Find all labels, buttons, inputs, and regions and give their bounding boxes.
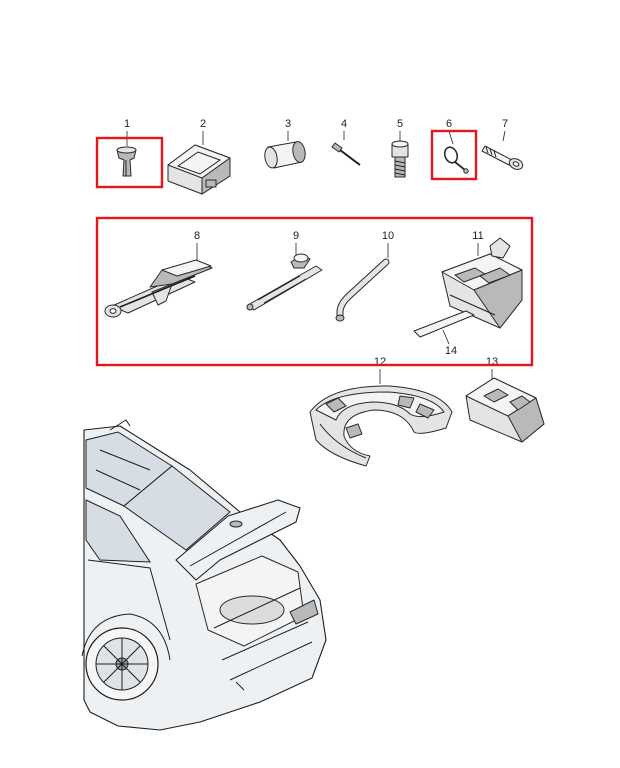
part-14-strap[interactable]: [413, 310, 475, 338]
part-number-3[interactable]: 3: [285, 118, 291, 130]
part-number-6[interactable]: 6: [446, 118, 452, 130]
part-7-towing-eye[interactable]: [481, 145, 524, 171]
part-8-car-jack[interactable]: [104, 259, 213, 318]
car-rear-illustration: [81, 419, 327, 731]
part-5-anti-theft-bolt[interactable]: [391, 140, 409, 178]
part-number-12[interactable]: 12: [374, 356, 386, 368]
part-number-13[interactable]: 13: [486, 356, 498, 368]
part-2-tool-box[interactable]: [167, 144, 231, 195]
part-11-tool-tray[interactable]: [441, 237, 523, 329]
part-1-towing-eye-cap[interactable]: [116, 146, 137, 177]
part-number-7[interactable]: 7: [502, 118, 508, 130]
part-number-10[interactable]: 10: [382, 230, 394, 242]
highlight-box-part-1: [95, 136, 164, 189]
part-number-11[interactable]: 11: [472, 230, 483, 242]
leader-lines: [126, 130, 506, 384]
part-number-14[interactable]: 14: [445, 345, 457, 357]
part-9-jack-tool[interactable]: [246, 253, 323, 311]
part-13-small-tray[interactable]: [465, 377, 545, 443]
part-number-5[interactable]: 5: [397, 118, 403, 130]
part-number-9[interactable]: 9: [293, 230, 299, 242]
part-3-cylinder[interactable]: [263, 141, 306, 169]
part-12-wheel-insert[interactable]: [309, 385, 453, 467]
part-number-8[interactable]: 8: [194, 230, 200, 242]
part-number-2[interactable]: 2: [200, 118, 206, 130]
part-number-4[interactable]: 4: [341, 118, 347, 130]
part-number-1[interactable]: 1: [124, 118, 130, 130]
part-10-wheel-brace[interactable]: [335, 258, 390, 322]
highlight-box-part-6: [430, 129, 478, 181]
part-6-hook-ring[interactable]: [443, 145, 469, 174]
highlight-box-parts-8-14: [95, 216, 534, 367]
part-4-screwdriver[interactable]: [331, 142, 361, 166]
